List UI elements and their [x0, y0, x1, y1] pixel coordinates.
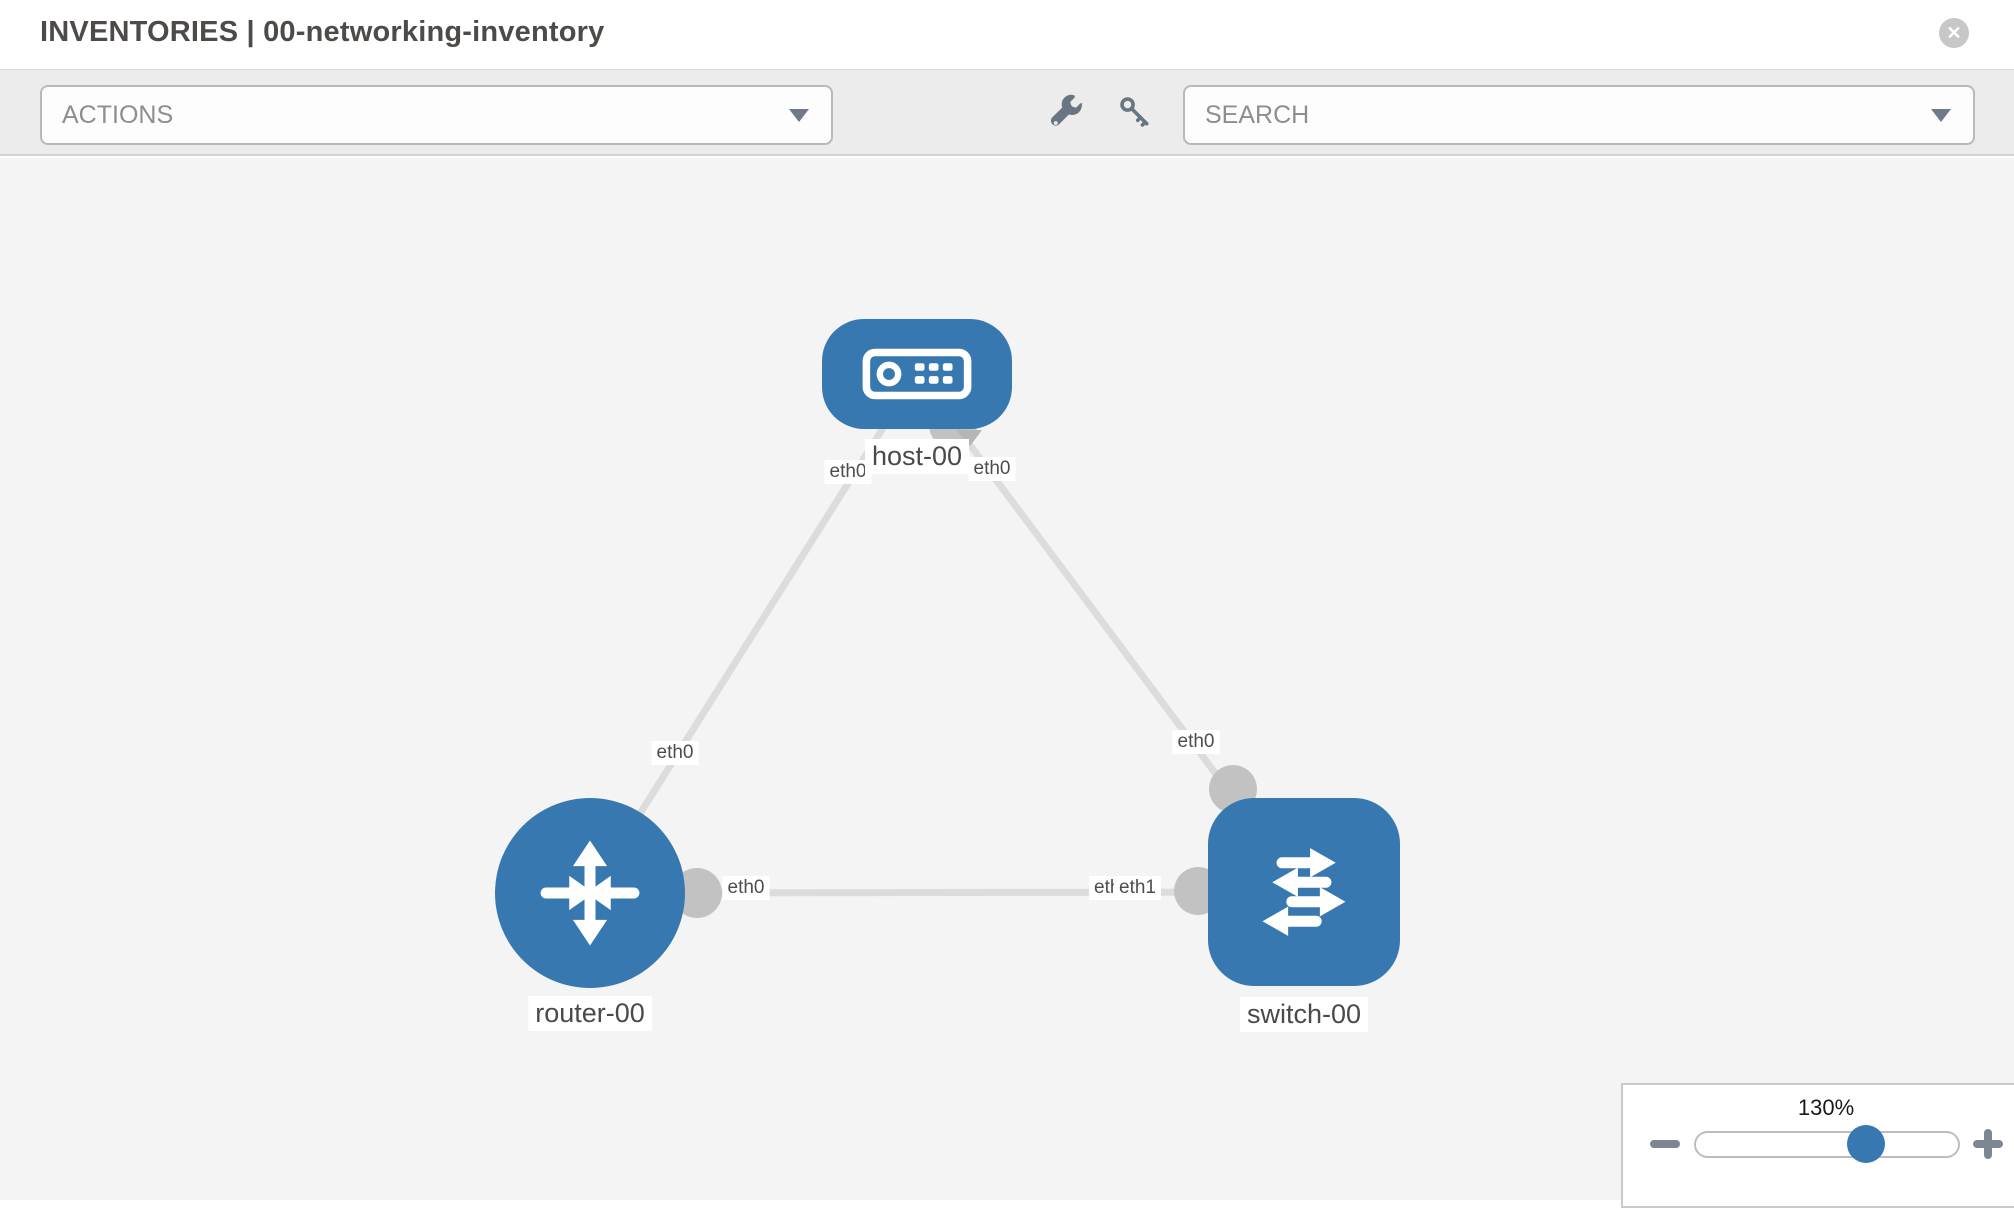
zoom-value: 130%: [1797, 1095, 1855, 1120]
search-dropdown-label: SEARCH: [1205, 100, 1310, 129]
node-host-00[interactable]: [822, 319, 1012, 429]
router-icon: [540, 840, 640, 946]
node-router-00[interactable]: [495, 798, 685, 988]
zoom-slider[interactable]: [1694, 1125, 1960, 1163]
header: INVENTORIES | 00-networking-inventory ✕: [0, 0, 2014, 70]
actions-dropdown-label: ACTIONS: [62, 100, 174, 129]
node-label-router: router-00: [528, 996, 652, 1032]
zoom-in-button[interactable]: [1972, 1128, 2004, 1160]
iface-label-eth1: eth1: [1114, 876, 1161, 900]
host-icon: [862, 348, 972, 400]
node-switch-00[interactable]: [1208, 798, 1400, 986]
zoom-slider-thumb[interactable]: [1847, 1125, 1885, 1163]
node-label-host: host-00: [864, 439, 970, 475]
key-button[interactable]: [1112, 89, 1158, 135]
chevron-down-icon: [1931, 109, 1951, 122]
configure-button[interactable]: [1044, 89, 1090, 135]
page-title: INVENTORIES | 00-networking-inventory: [40, 16, 605, 48]
minus-icon: [1650, 1140, 1680, 1148]
topology-links-layer: [587, 371, 1307, 918]
chevron-down-icon: [789, 109, 809, 122]
node-label-switch: switch-00: [1239, 997, 1369, 1033]
iface-label-eth0: eth0: [651, 741, 699, 765]
interface-arrow-host: [956, 430, 982, 446]
topology-canvas[interactable]: eth0 eth0 eth0 eth0 eth0 eth0 eth1 host-…: [0, 158, 2014, 1200]
interface-dot-router-eth0[interactable]: [672, 868, 722, 918]
iface-label-eth0: eth0: [824, 460, 872, 484]
iface-label-eth0: eth0: [722, 876, 770, 900]
actions-dropdown[interactable]: ACTIONS: [40, 85, 833, 145]
toolbar: ACTIONS SEARCH: [0, 70, 2014, 156]
switch-icon: [1262, 848, 1346, 936]
iface-label-eth0: eth0: [968, 457, 1016, 481]
close-icon: ✕: [1946, 23, 1962, 43]
close-button[interactable]: ✕: [1939, 18, 1969, 48]
zoom-panel: 130%: [1621, 1083, 2014, 1208]
iface-label-eth0: eth0: [1172, 730, 1220, 754]
key-icon: [1120, 97, 1149, 127]
plus-icon: [1984, 1129, 1992, 1159]
wrench-icon: [1050, 94, 1083, 126]
zoom-out-button[interactable]: [1650, 1134, 1680, 1154]
search-dropdown[interactable]: SEARCH: [1183, 85, 1975, 145]
